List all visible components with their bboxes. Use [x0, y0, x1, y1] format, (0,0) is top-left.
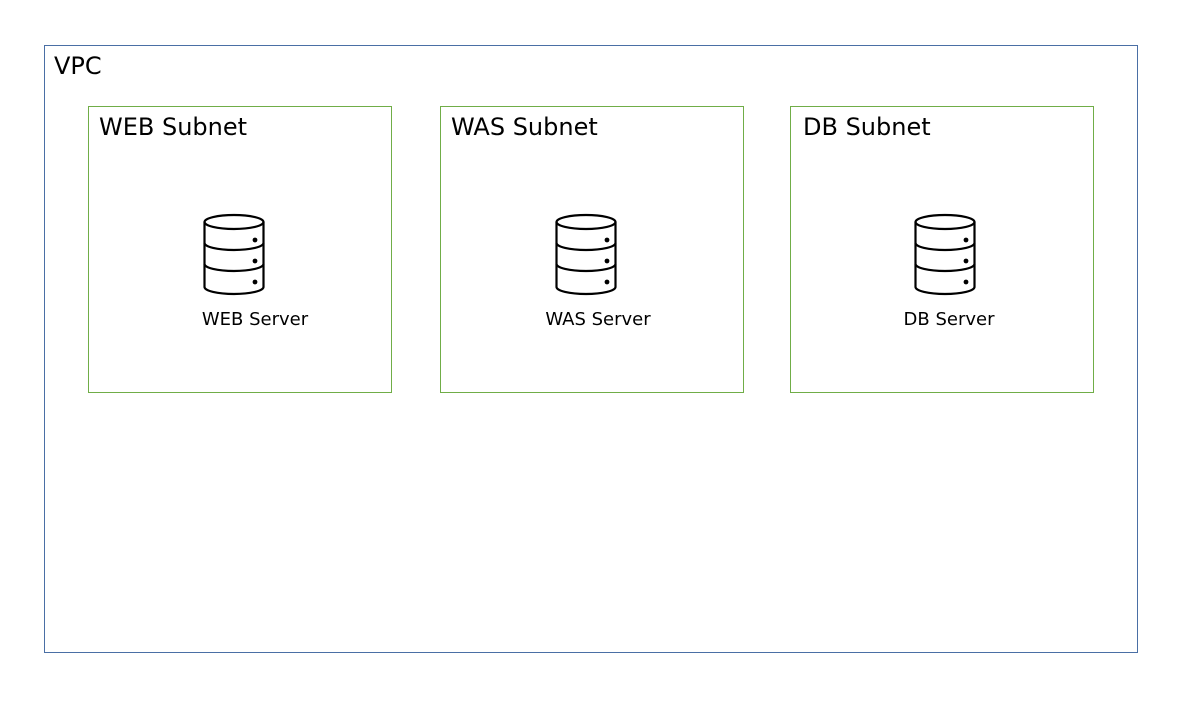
vpc-container: VPC WEB Subnet WEB Server WAS Subnet: [44, 45, 1138, 653]
database-server-icon: [555, 213, 617, 296]
subnet-db-label: DB Subnet: [803, 113, 931, 141]
server-web-label: WEB Server: [201, 309, 309, 330]
database-server-icon: [914, 213, 976, 296]
subnet-web-label: WEB Subnet: [99, 113, 248, 141]
server-was-label: WAS Server: [545, 309, 651, 330]
subnet-was-label: WAS Subnet: [451, 113, 598, 141]
subnet-was: WAS Subnet WAS Server: [440, 106, 744, 393]
subnet-db: DB Subnet DB Server: [790, 106, 1094, 393]
database-server-icon: [203, 213, 265, 296]
vpc-label: VPC: [54, 52, 102, 80]
server-db-label: DB Server: [903, 309, 995, 330]
subnet-web: WEB Subnet WEB Server: [88, 106, 392, 393]
